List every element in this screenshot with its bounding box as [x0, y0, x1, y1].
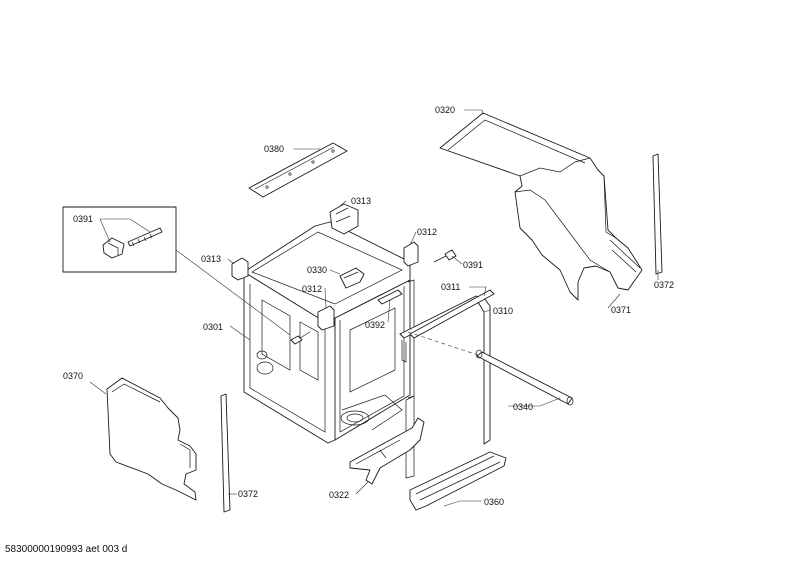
label-0372-bottom: 0372: [238, 489, 258, 499]
part-0340-tube: [475, 349, 574, 406]
label-0370: 0370: [63, 371, 83, 381]
label-0312-right: 0312: [417, 227, 437, 237]
part-0370-side-panel: [106, 377, 197, 501]
label-0301: 0301: [203, 322, 223, 332]
inset-box-0391: [62, 206, 177, 273]
part-0301-tub-frame: [231, 203, 457, 479]
part-0372-left-strip: [220, 393, 231, 513]
label-0322: 0322: [329, 490, 349, 500]
label-0391-inset: 0391: [73, 214, 93, 224]
label-0312-left: 0312: [302, 284, 322, 294]
leader-lines: [89, 109, 659, 507]
label-0360: 0360: [484, 497, 504, 507]
part-0320-top-cover: [439, 112, 643, 301]
part-0322-bottom-trim: [349, 417, 425, 485]
part-0360-base: [409, 451, 507, 511]
part-0372-right-strip: [652, 153, 663, 275]
label-0380: 0380: [264, 144, 284, 154]
label-0313-left: 0313: [201, 254, 221, 264]
label-0372-right: 0372: [654, 280, 674, 290]
label-0392: 0392: [365, 320, 385, 330]
label-0371: 0371: [611, 305, 631, 315]
label-0391-right: 0391: [463, 260, 483, 270]
label-0330: 0330: [307, 265, 327, 275]
label-0340: 0340: [513, 402, 533, 412]
label-0311: 0311: [441, 282, 460, 292]
label-0320: 0320: [435, 105, 455, 115]
label-0313-top: 0313: [351, 196, 371, 206]
label-0310: 0310: [493, 306, 513, 316]
part-0380-strip: [248, 142, 348, 198]
document-footer-code: 58300000190993 aet 003 d: [5, 544, 128, 555]
part-0310-0311-seals: [399, 289, 495, 445]
